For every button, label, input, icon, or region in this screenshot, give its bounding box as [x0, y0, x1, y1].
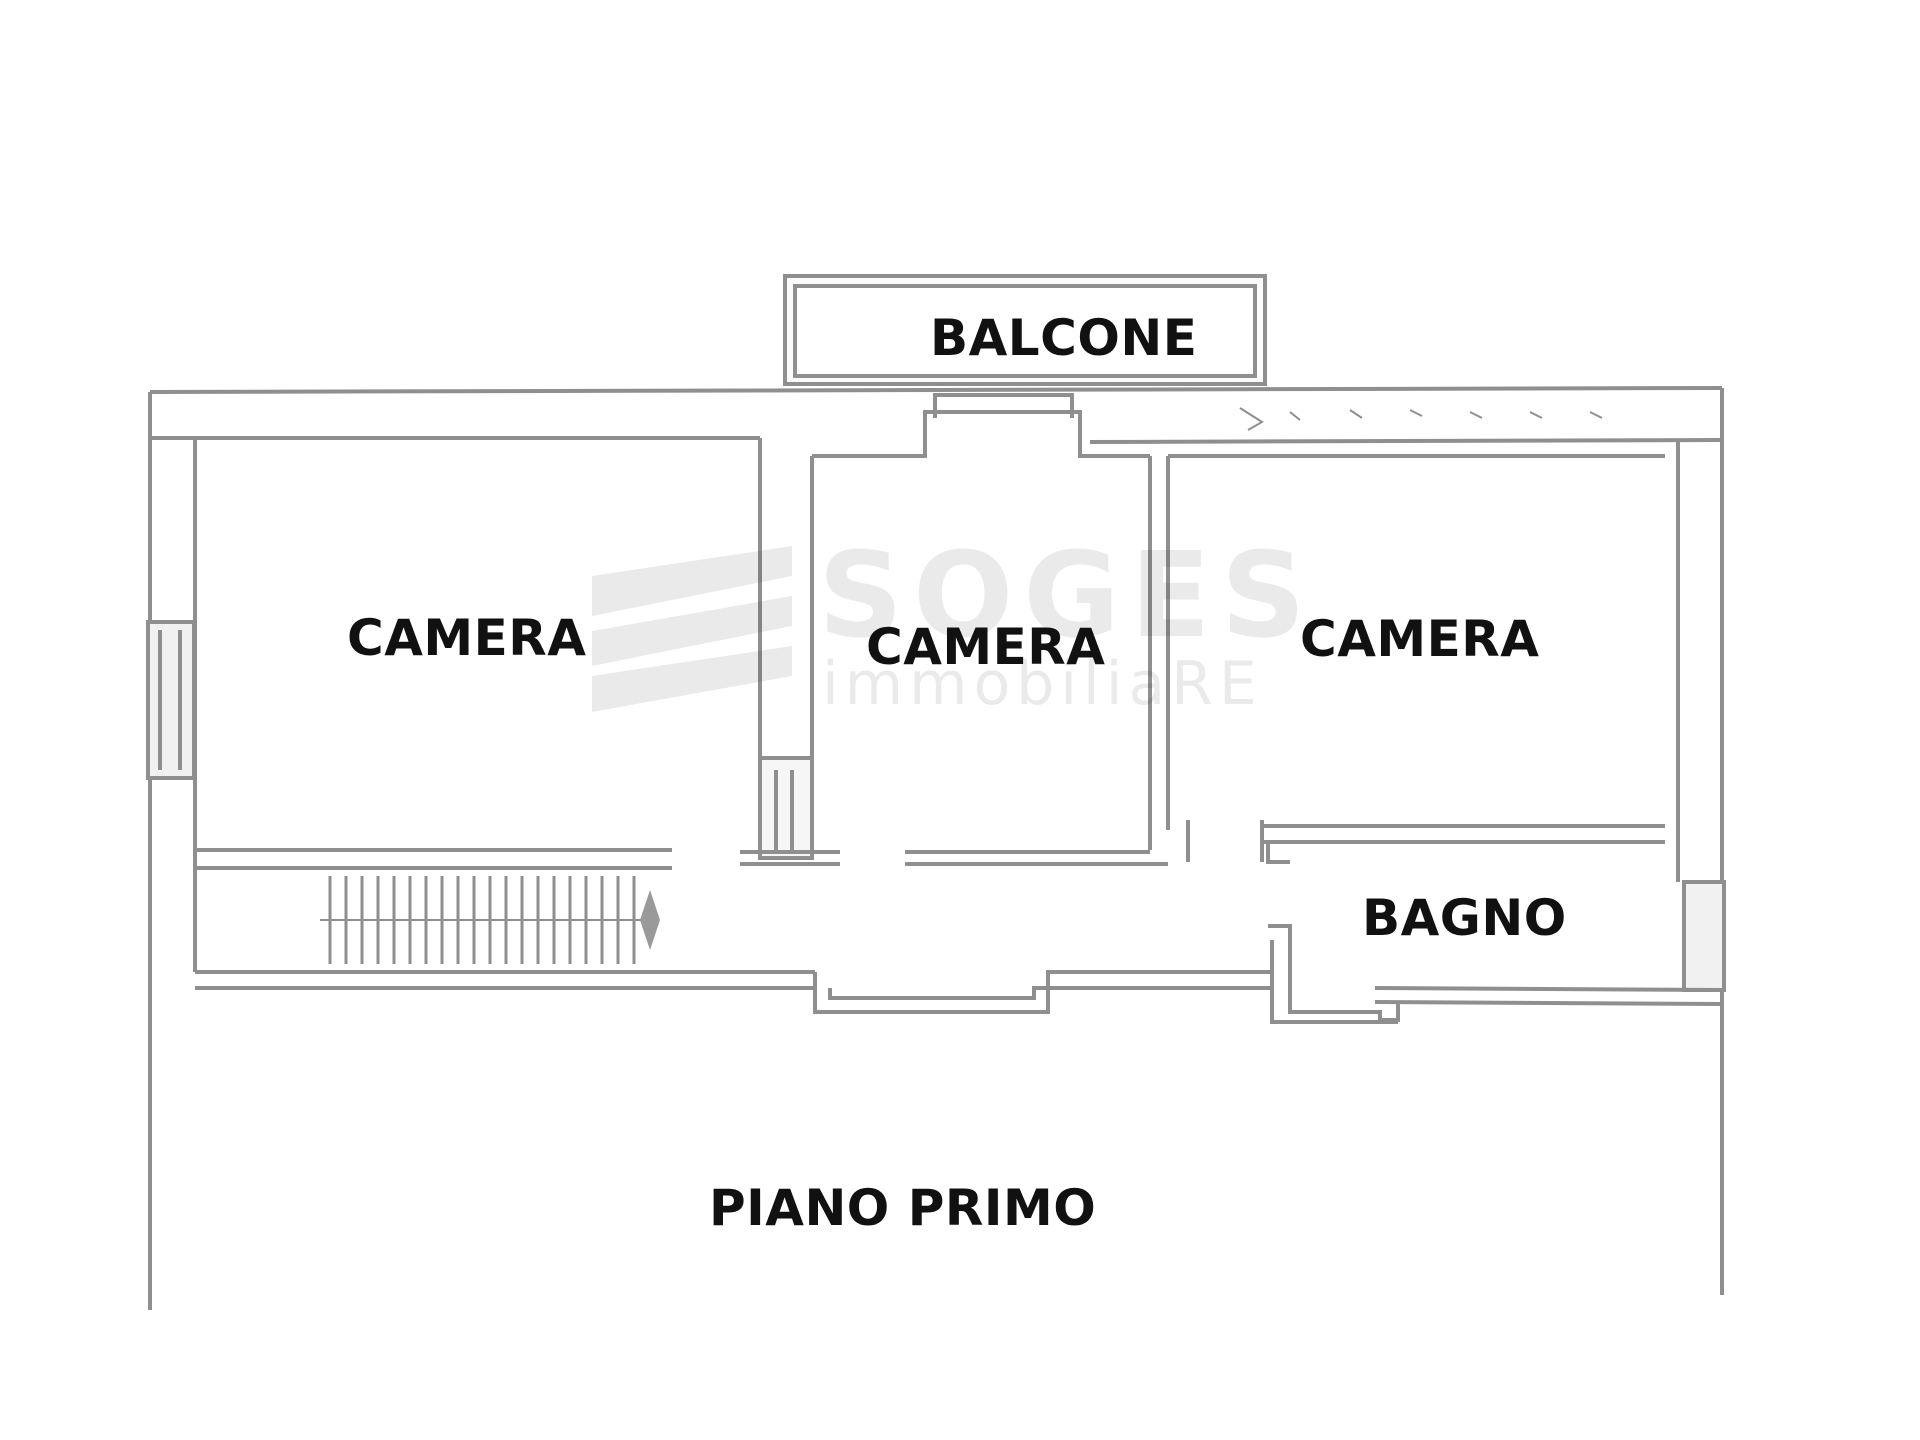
partition-middle-right — [1148, 454, 1665, 850]
room-label-camera-left: CAMERA — [347, 609, 587, 667]
stair-treads — [320, 876, 660, 964]
balcony-outline — [783, 274, 1267, 386]
room-label-camera-middle: CAMERA — [866, 618, 1106, 676]
watermark-logo-icon — [592, 546, 792, 712]
floor-label: PIANO PRIMO — [709, 1179, 1097, 1237]
room-label-bagno: BAGNO — [1362, 889, 1567, 947]
middle-top-niche — [812, 393, 1150, 458]
stair-block — [193, 848, 815, 990]
top-right-hatching — [1239, 407, 1603, 431]
watermark: SOGES immobiliaRE — [592, 536, 1306, 719]
outer-wall-top — [148, 386, 1724, 1310]
door-jambs — [1186, 820, 1264, 862]
watermark-subtitle: immobiliaRE — [822, 649, 1263, 719]
corridor-bottom-wall — [813, 970, 1272, 1014]
room-label-balcone: BALCONE — [930, 309, 1198, 367]
middle-bottom-wall — [740, 850, 1168, 866]
left-window — [146, 620, 196, 780]
bathroom-top-wall — [1262, 824, 1665, 864]
partition-left-middle — [758, 438, 814, 860]
watermark-brand: SOGES — [818, 526, 1316, 664]
right-window — [1682, 880, 1726, 992]
room-label-camera-right: CAMERA — [1300, 610, 1540, 668]
bathroom-walls — [1268, 924, 1723, 1024]
